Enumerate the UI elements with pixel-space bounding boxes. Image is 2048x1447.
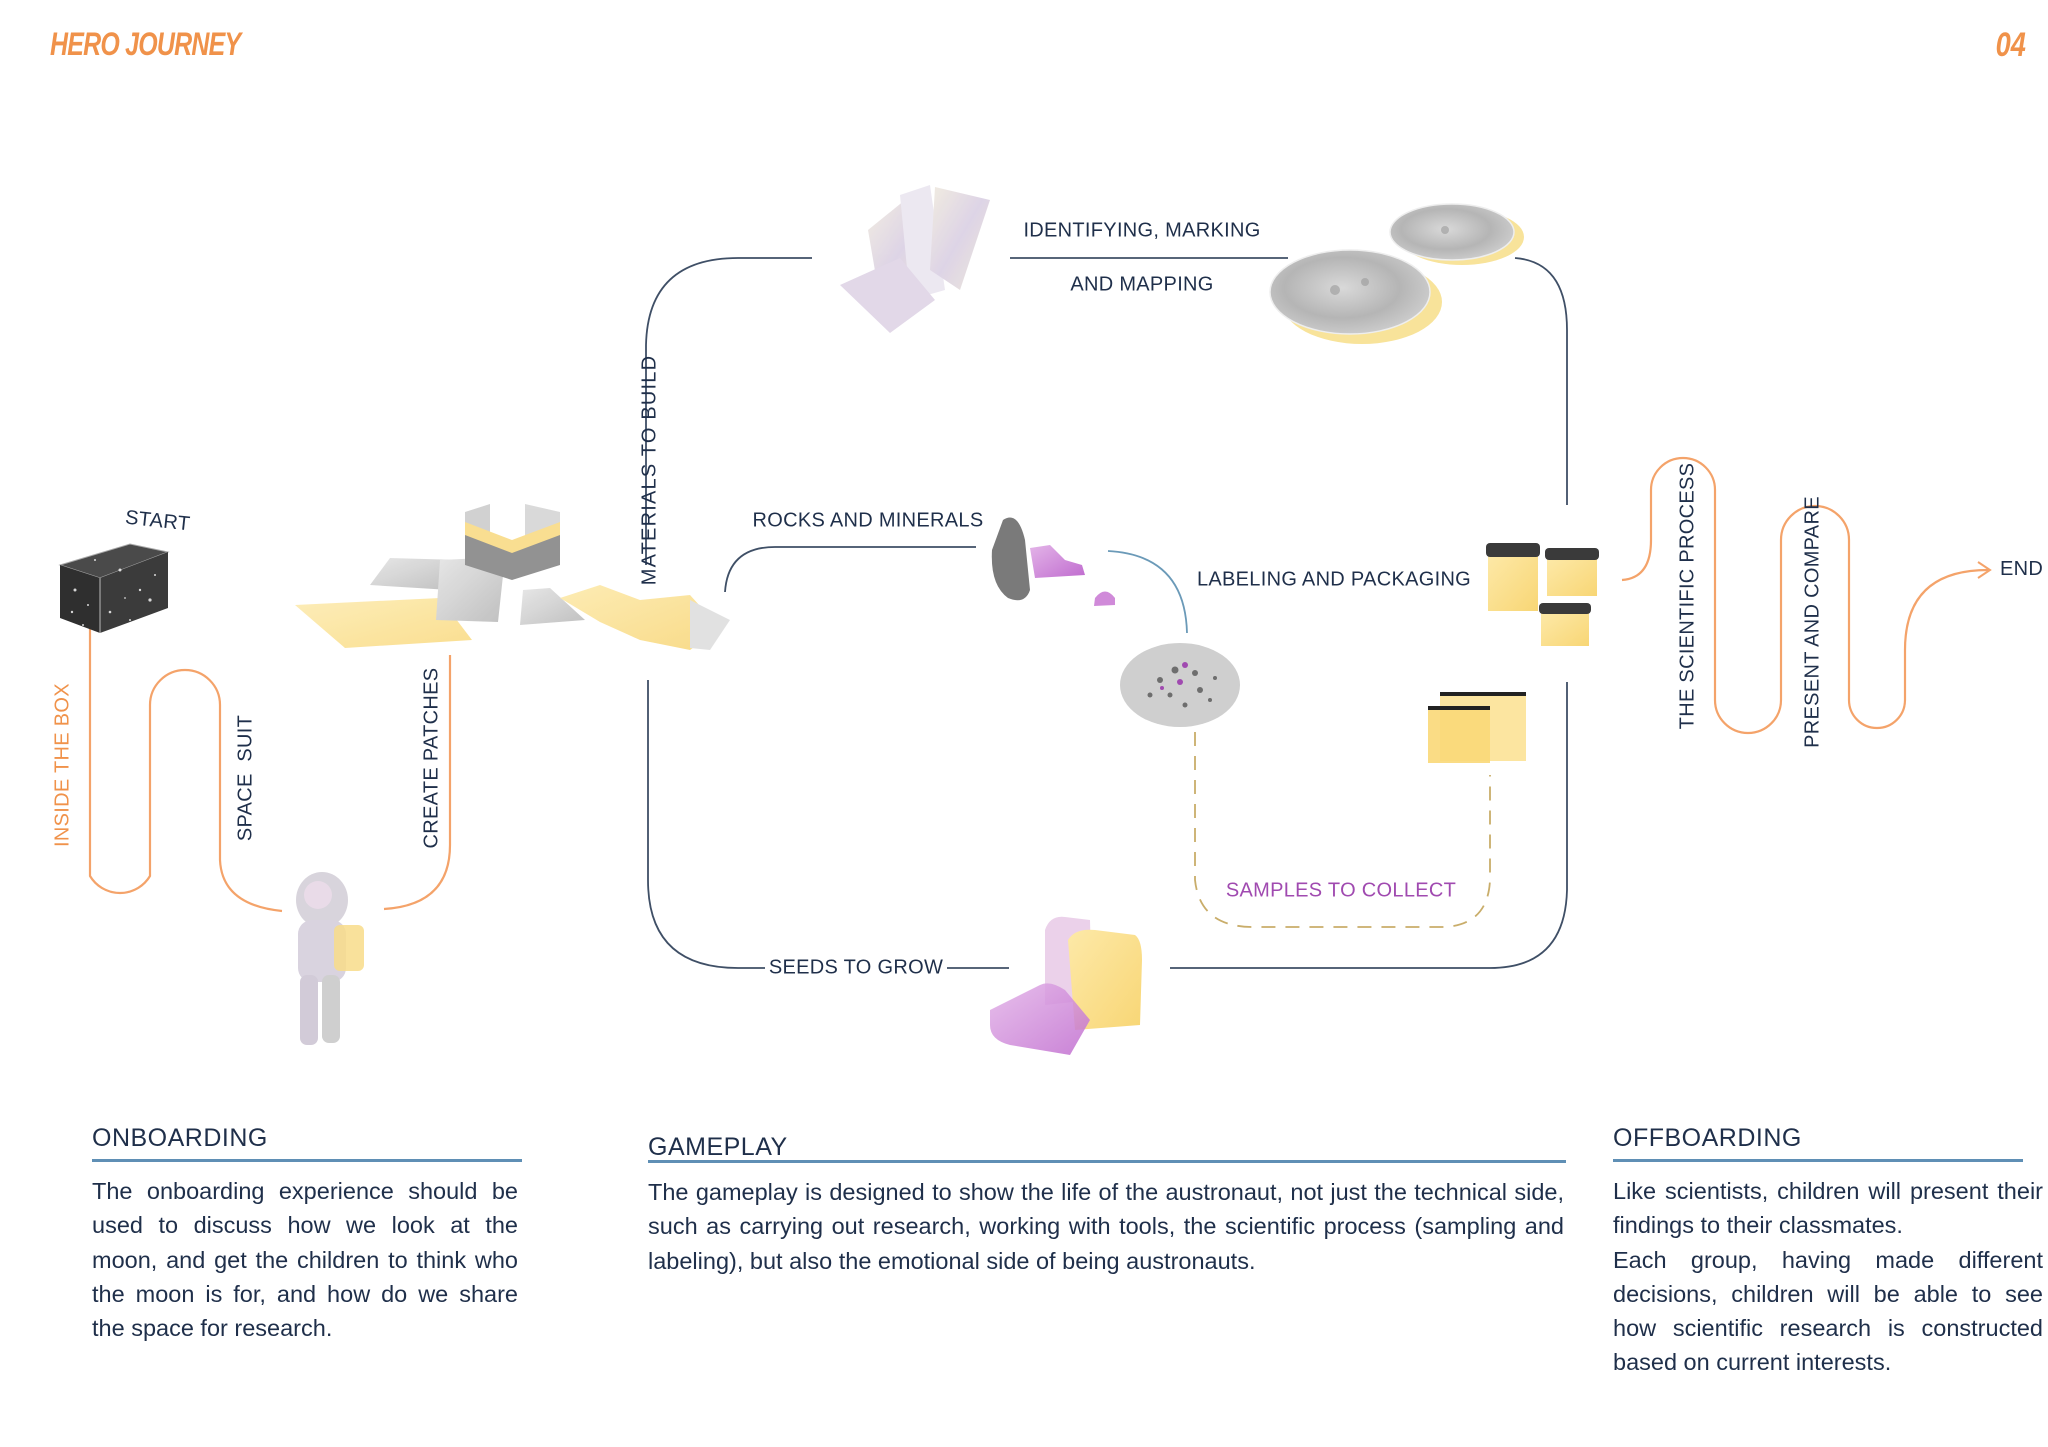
step-rocks-and-minerals: ROCKS AND MINERALS (752, 509, 984, 532)
section-heading: GAMEPLAY (648, 1133, 788, 1161)
section-underline (648, 1160, 1566, 1163)
section-underline (1613, 1159, 2023, 1162)
end-arrow-icon (1977, 561, 1992, 579)
section-body-p2: Each group, having made different decisi… (1613, 1246, 2043, 1376)
sample-stone-illustration (1120, 643, 1240, 727)
rocks-illustration (991, 517, 1115, 606)
step-scientific-process: THE SCIENTIFIC PROCESS (1676, 462, 1699, 730)
step-samples-to-collect: SAMPLES TO COLLECT (1225, 879, 1457, 902)
sample-jars-illustration (1486, 543, 1599, 646)
step-present-and-compare: PRESENT AND COMPARE (1801, 496, 1824, 748)
step-materials-to-build: MATERIALS TO BUILD (638, 354, 661, 586)
step-seeds-to-grow: SEEDS TO GROW (768, 956, 944, 979)
patches-illustration (295, 504, 730, 650)
starry-box-illustration (58, 543, 170, 633)
step-identifying-line1: IDENTIFYING, MARKING (1023, 219, 1261, 242)
section-gameplay: GAMEPLAY The gameplay is designed to sho… (648, 1133, 1566, 1278)
end-label: END (2000, 558, 2044, 580)
step-labeling-and-packaging: LABELING AND PACKAGING (1196, 568, 1472, 591)
step-space-suit: SPACE SUIT (234, 714, 257, 842)
section-heading: OFFBOARDING (1613, 1124, 1802, 1152)
section-body: The gameplay is designed to show the lif… (648, 1179, 1564, 1274)
step-inside-the-box: INSIDE THE BOX (51, 683, 74, 847)
onboarding-path (88, 617, 283, 913)
onboarding-path-2 (383, 655, 452, 911)
section-body-p1: Like scientists, children will present t… (1613, 1178, 2043, 1239)
section-body: The onboarding experience should be used… (92, 1178, 518, 1342)
samples-dashed-loop (1194, 732, 1491, 928)
map-fragments-illustration (840, 185, 990, 333)
step-create-patches: CREATE PATCHES (420, 667, 443, 849)
section-heading: ONBOARDING (92, 1124, 268, 1152)
section-onboarding: ONBOARDING The onboarding experience sho… (92, 1124, 522, 1345)
section-offboarding: OFFBOARDING Like scientists, children wi… (1613, 1124, 2043, 1380)
gameplay-loop (645, 257, 1568, 969)
page-number: 04 (1995, 26, 2026, 64)
step-identifying-line2: AND MAPPING (1070, 273, 1214, 296)
offboarding-path (1621, 456, 1989, 735)
moon-discs-illustration (1269, 203, 1524, 344)
page-title: HERO JOURNEY (50, 26, 241, 62)
section-underline (92, 1159, 522, 1162)
seed-packets-illustration (990, 916, 1142, 1055)
astronaut-illustration (296, 872, 364, 1045)
sample-bags-illustration (1428, 692, 1526, 763)
rocks-to-stone-arc (1107, 550, 1188, 634)
